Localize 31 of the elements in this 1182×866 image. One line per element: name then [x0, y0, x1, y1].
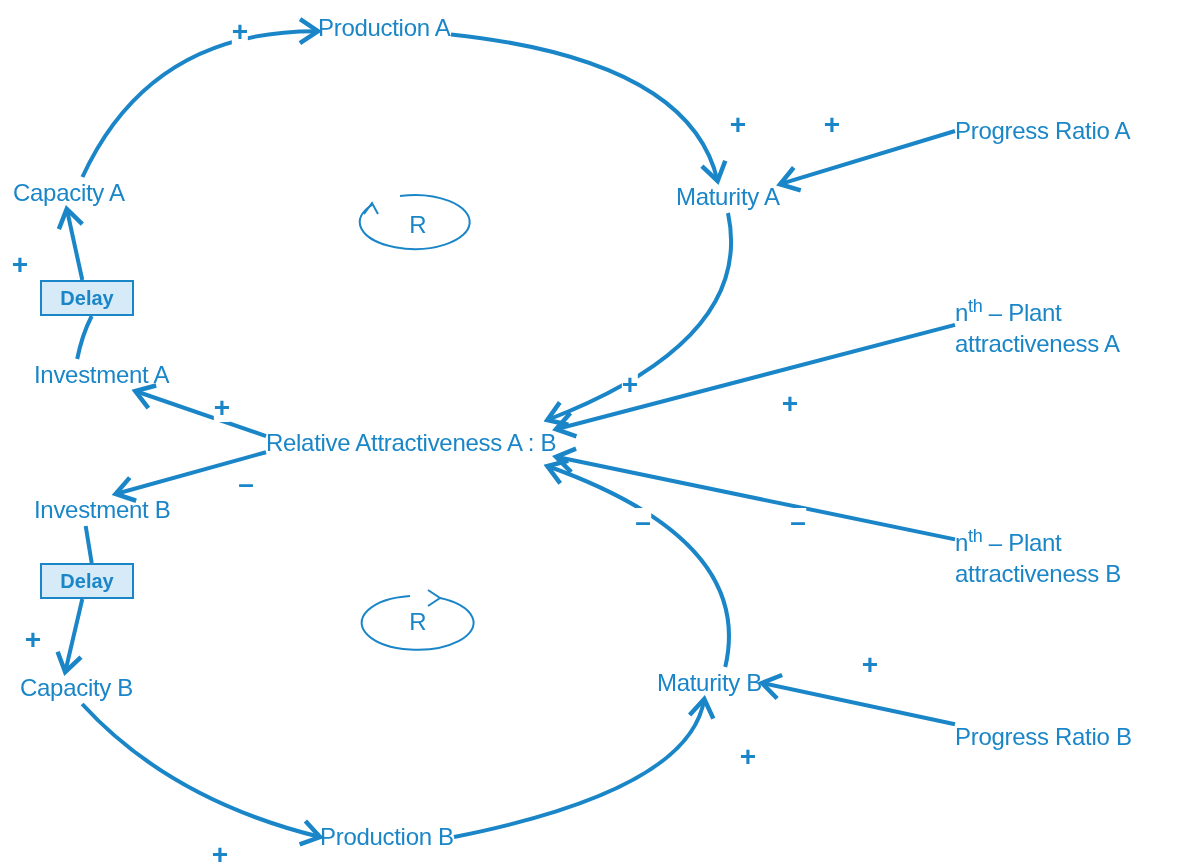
variable-label: Progress Ratio B — [955, 721, 1132, 753]
variable-label: Maturity B — [657, 667, 763, 699]
arrow — [450, 32, 726, 184]
arrow — [113, 450, 267, 503]
delay-box: Delay — [40, 563, 134, 599]
arrow — [55, 598, 85, 675]
arrow — [80, 702, 323, 847]
variable-label: n$^{th}$ – Plant attractiveness A — [955, 297, 1170, 359]
variable-label: Maturity A — [676, 181, 780, 213]
arrow — [553, 446, 956, 542]
variable-label: Progress Ratio A — [955, 115, 1131, 147]
variable-label: Investment B — [34, 494, 171, 526]
arrow — [545, 459, 731, 668]
variable-label: Capacity A — [13, 177, 125, 209]
arrow — [453, 696, 714, 839]
variable-label: Production B — [320, 821, 454, 853]
arrow — [56, 206, 85, 281]
arrow — [553, 322, 956, 439]
variable-label: Production A — [318, 12, 451, 44]
arrow — [759, 672, 956, 727]
arrow — [777, 129, 956, 193]
variable-label: n$^{th}$ – Plant attractiveness B — [955, 527, 1170, 589]
variable-label: Investment A — [34, 359, 170, 391]
loop-type-label: R — [409, 211, 427, 239]
arrow — [133, 383, 267, 438]
loop-type-label: R — [409, 608, 427, 636]
arrow — [545, 212, 733, 427]
variable-label: Capacity B — [20, 672, 134, 704]
arrow — [80, 17, 321, 178]
delay-box: Delay — [40, 280, 134, 316]
variable-label: Relative Attractiveness A : B — [266, 420, 557, 466]
